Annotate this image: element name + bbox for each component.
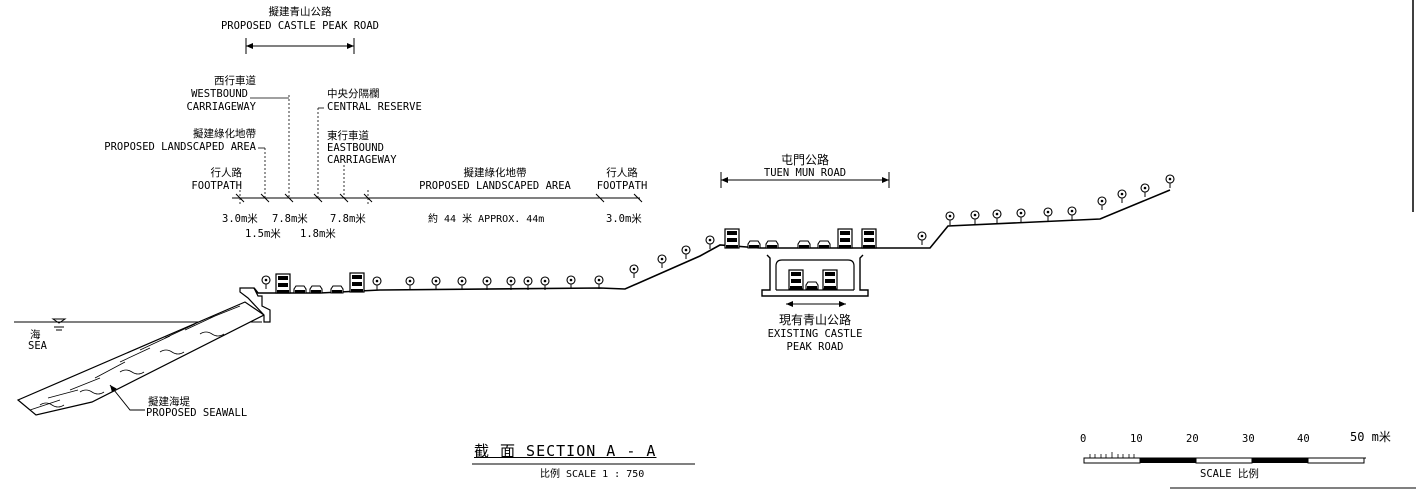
castle-peak-zh: 擬建青山公路 xyxy=(268,6,332,18)
dim-westbound: 7.8m米 xyxy=(272,213,308,225)
scale-tick-10: 10 xyxy=(1130,433,1143,445)
existing-en1: EXISTING CASTLE xyxy=(767,328,863,340)
landscaped-left-en: PROPOSED LANDSCAPED AREA xyxy=(104,141,256,153)
scale-label: SCALE 比例 xyxy=(1200,468,1259,480)
sea-en: SEA xyxy=(28,340,47,352)
eastbound-zh: 東行車道 xyxy=(327,130,369,142)
footpath-left-en: FOOTPATH xyxy=(191,180,242,192)
westbound-en1: WESTBOUND xyxy=(191,88,248,100)
eastbound-en2: CARRIAGEWAY xyxy=(327,154,397,166)
water-level-symbol xyxy=(51,318,67,324)
scale-tick-40: 40 xyxy=(1297,433,1310,445)
vehicles xyxy=(275,228,877,294)
dim-eastbound: 7.8m米 xyxy=(330,213,366,225)
central-reserve-en: CENTRAL RESERVE xyxy=(327,101,422,113)
existing-zh: 現有青山公路 xyxy=(778,313,851,327)
scale-tick-50: 50 m米 xyxy=(1350,430,1391,444)
seawall-en: PROPOSED SEAWALL xyxy=(146,407,248,419)
scale-tick-30: 30 xyxy=(1242,433,1255,445)
westbound-en2: CARRIAGEWAY xyxy=(186,101,256,113)
existing-en2: PEAK ROAD xyxy=(786,341,844,353)
dim-footpath-right: 3.0m米 xyxy=(606,213,642,225)
landscaped-right-en: PROPOSED LANDSCAPED AREA xyxy=(419,180,571,192)
scale-tick-20: 20 xyxy=(1186,433,1199,445)
seawall-crest xyxy=(239,287,271,323)
section-scale: 比例 SCALE 1 : 750 xyxy=(540,469,645,480)
existing-road-structure xyxy=(761,254,869,297)
footpath-left-zh: 行人路 xyxy=(210,167,243,179)
landscaped-right-zh: 擬建綠化地帶 xyxy=(463,167,527,179)
dim-central-reserve: 1.8m米 xyxy=(300,228,336,240)
seawall-zh: 擬建海堤 xyxy=(148,396,190,408)
footpath-right-zh: 行人路 xyxy=(606,167,638,179)
dim-footpath-left: 3.0m米 xyxy=(222,213,258,225)
seawall xyxy=(16,301,266,416)
footpath-right-en: FOOTPATH xyxy=(596,180,648,192)
castle-peak-en: PROPOSED CASTLE PEAK ROAD xyxy=(220,20,380,32)
dim-landscape-left: 1.5m米 xyxy=(245,228,281,240)
seawall-leader xyxy=(109,384,145,411)
trees xyxy=(261,174,1175,291)
section-title: 截 面 SECTION A - A xyxy=(474,442,657,460)
westbound-zh: 西行車道 xyxy=(214,75,256,87)
tuen-mun-en: TUEN MUN ROAD xyxy=(763,167,847,179)
tuen-mun-zh: 屯門公路 xyxy=(780,153,829,167)
dim-landscape-right: 約 44 米 APPROX. 44m xyxy=(428,214,545,225)
landscaped-left-zh: 擬建綠化地帶 xyxy=(193,128,256,140)
scale-bar xyxy=(1083,452,1416,489)
sea-zh: 海 xyxy=(30,329,41,341)
scale-tick-0: 0 xyxy=(1080,433,1087,445)
central-reserve-zh: 中央分隔欄 xyxy=(327,88,380,100)
eastbound-en1: EASTBOUND xyxy=(327,142,384,154)
